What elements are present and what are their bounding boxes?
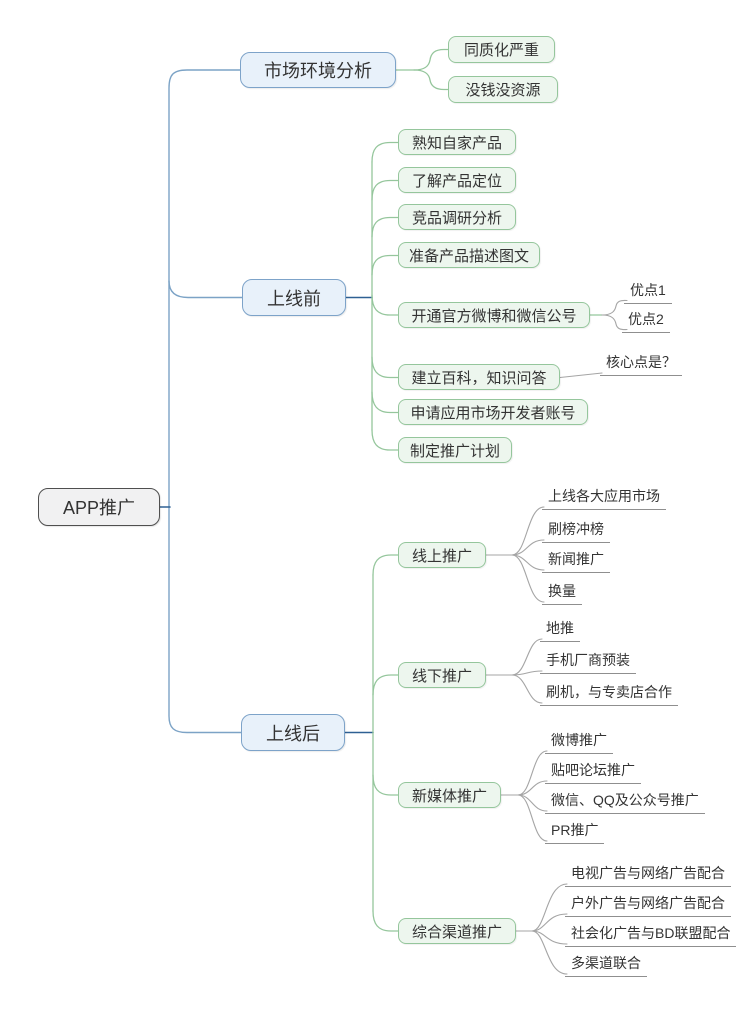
connector-offline-child-3 xyxy=(511,674,543,704)
connector-pre-child-1 xyxy=(371,141,399,163)
node-competitor-research[interactable]: 竞品调研分析 xyxy=(398,204,516,230)
connector-offline-child-1 xyxy=(511,638,543,676)
leaf-outdoor-online-ads[interactable]: 户外广告与网络广告配合 xyxy=(565,895,731,917)
connector-pre-child-6 xyxy=(371,356,399,379)
leaf-core-point[interactable]: 核心点是？ xyxy=(600,354,682,376)
leaf-launch-app-stores[interactable]: 上线各大应用市场 xyxy=(542,488,666,510)
leaf-wechat-qq-promotion[interactable]: 微信、QQ及公众号推广 xyxy=(545,792,705,814)
connector-pre-child-5 xyxy=(371,294,399,316)
node-pre-launch[interactable]: 上线前 xyxy=(242,279,346,316)
connector-pre-child-8 xyxy=(371,429,399,451)
connector-online-child-2 xyxy=(511,539,545,556)
connector-post-child-2 xyxy=(372,674,399,696)
leaf-ranking-boost[interactable]: 刷榜冲榜 xyxy=(542,521,610,543)
connector-offline-child-2 xyxy=(511,670,543,676)
leaf-social-bd-alliance[interactable]: 社会化广告与BD联盟配合 xyxy=(565,925,737,947)
leaf-tieba-forum-promotion[interactable]: 贴吧论坛推广 xyxy=(545,762,641,784)
connector-post-child-1 xyxy=(372,554,399,576)
node-market-env-analysis[interactable]: 市场环境分析 xyxy=(240,52,396,88)
leaf-multi-channel-union[interactable]: 多渠道联合 xyxy=(565,955,647,977)
node-online-promotion[interactable]: 线上推广 xyxy=(398,542,486,568)
connector-pre-child-3 xyxy=(371,216,399,238)
node-offline-promotion[interactable]: 线下推广 xyxy=(398,662,486,688)
connector-pre-child-4 xyxy=(371,254,399,276)
node-open-weibo-wechat[interactable]: 开通官方微博和微信公号 xyxy=(398,302,590,328)
node-understand-positioning[interactable]: 了解产品定位 xyxy=(398,167,516,193)
connector-integrated-child-1 xyxy=(531,883,568,932)
connector-branch-pre-launch xyxy=(168,280,243,299)
leaf-traffic-exchange[interactable]: 换量 xyxy=(542,583,582,605)
node-integrated-channel-promotion[interactable]: 综合渠道推广 xyxy=(398,918,516,944)
node-apply-developer-account[interactable]: 申请应用市场开发者账号 xyxy=(398,399,588,425)
node-prepare-description[interactable]: 准备产品描述图文 xyxy=(398,242,540,268)
connector-integrated-child-4 xyxy=(531,930,568,975)
node-build-baike-qa[interactable]: 建立百科，知识问答 xyxy=(398,364,560,390)
connector-post-child-3 xyxy=(372,774,399,796)
connector-market-child-1 xyxy=(413,48,450,71)
connector-post-child-4 xyxy=(372,910,399,932)
leaf-weibo-promotion[interactable]: 微博推广 xyxy=(545,732,613,754)
node-know-own-product[interactable]: 熟知自家产品 xyxy=(398,129,516,155)
connector-newmedia-child-2 xyxy=(517,780,548,796)
connector-core-point xyxy=(559,372,603,379)
leaf-rom-flash-stores[interactable]: 刷机，与专卖店合作 xyxy=(540,684,678,706)
connector-pre-child-7 xyxy=(371,391,399,414)
node-make-promotion-plan[interactable]: 制定推广计划 xyxy=(398,437,512,463)
connector-newmedia-child-4 xyxy=(517,794,548,842)
connector-pre-child-2 xyxy=(371,179,399,201)
connector-online-child-4 xyxy=(511,554,545,603)
leaf-pr-promotion[interactable]: PR推广 xyxy=(545,822,605,844)
root-node-app-promotion[interactable]: APP推广 xyxy=(38,488,160,526)
connector-market-child-2 xyxy=(413,69,450,91)
connector-main-trunk xyxy=(168,69,242,734)
node-no-money-no-resources[interactable]: 没钱没资源 xyxy=(448,76,558,103)
leaf-ground-promotion[interactable]: 地推 xyxy=(540,620,580,642)
node-severe-homogenization[interactable]: 同质化严重 xyxy=(448,36,555,63)
node-new-media-promotion[interactable]: 新媒体推广 xyxy=(398,782,501,808)
leaf-oem-preinstall[interactable]: 手机厂商预装 xyxy=(540,652,636,674)
connector-newmedia-child-1 xyxy=(517,750,548,796)
connector-integrated-child-2 xyxy=(531,913,568,932)
leaf-advantage-2[interactable]: 优点2 xyxy=(622,311,670,333)
connector-advantage-2 xyxy=(601,314,628,331)
leaf-news-promotion[interactable]: 新闻推广 xyxy=(542,551,610,573)
connector-advantage-1 xyxy=(601,299,628,316)
leaf-advantage-1[interactable]: 优点1 xyxy=(624,282,672,304)
leaf-tv-online-ads[interactable]: 电视广告与网络广告配合 xyxy=(565,865,731,887)
connector-online-child-1 xyxy=(511,506,545,556)
node-post-launch[interactable]: 上线后 xyxy=(241,714,345,751)
